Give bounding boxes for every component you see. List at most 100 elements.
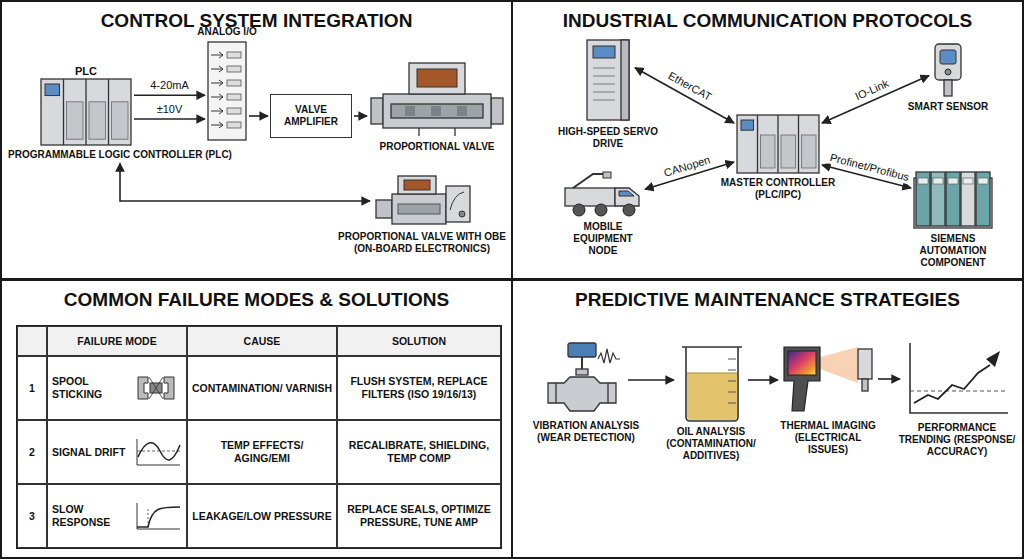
- section-panel: PREDICTIVE MAINTENANCE STRATEGIES VIBRATI…: [511, 279, 1024, 559]
- connector: [645, 162, 734, 189]
- servo-drive: HIGH-SPEED SERVO DRIVE: [553, 38, 663, 150]
- connector: [628, 379, 674, 381]
- node-label: HIGH-SPEED SERVO DRIVE: [553, 126, 663, 150]
- panel-heading: PREDICTIVE MAINTENANCE STRATEGIES: [513, 281, 1022, 312]
- table-text: RECALIBRATE, SHIELDING, TEMP COMP: [342, 439, 496, 464]
- oil-analysis: OIL ANALYSIS (CONTAMINATION/ ADDITIVES): [657, 343, 765, 462]
- table-header: CAUSE: [244, 335, 281, 348]
- table-cell: RECALIBRATE, SHIELDING, TEMP COMP: [337, 420, 501, 484]
- table-text: SPOOL STICKING: [52, 375, 128, 400]
- node-label: PERFORMANCE TRENDING (RESPONSE/ ACCURACY…: [897, 422, 1017, 458]
- table-cell: FLUSH SYSTEM, REPLACE FILTERS (ISO 19/16…: [337, 356, 501, 420]
- vibration-analysis: VIBRATION ANALYSIS (WEAR DETECTION): [521, 341, 651, 444]
- edge-label: ±10V: [155, 103, 185, 116]
- panel-heading: INDUSTRIAL COMMUNICATION PROTOCOLS: [513, 2, 1022, 33]
- connector: [635, 68, 734, 123]
- table-cell: REPLACE SEALS, OPTIMIZE PRESSURE, TUNE A…: [337, 484, 501, 548]
- node-label: PROPORTIONAL VALVE: [364, 141, 510, 153]
- connector: [748, 379, 778, 381]
- table-text: SLOW RESPONSE: [52, 503, 128, 528]
- node-label: THERMAL IMAGING (ELECTRICAL ISSUES): [775, 420, 881, 456]
- mobile-node: MOBILE EQUIPMENT NODE: [558, 170, 648, 257]
- table-cell: SLOW RESPONSE: [47, 484, 187, 548]
- panel-heading: COMMON FAILURE MODES & SOLUTIONS: [2, 281, 511, 312]
- table-cell: CONTAMINATION/ VARNISH: [187, 356, 337, 420]
- table-text: LEAKAGE/LOW PRESSURE: [192, 510, 331, 523]
- servo-drive-icon: [583, 38, 633, 123]
- connector: [134, 118, 205, 120]
- table-cell: 2: [17, 420, 47, 484]
- connector: [120, 163, 370, 201]
- performance-trending: PERFORMANCE TRENDING (RESPONSE/ ACCURACY…: [897, 341, 1017, 458]
- table-text: SIGNAL DRIFT: [52, 446, 128, 459]
- table-cell: CAUSE: [187, 326, 337, 356]
- connector: [878, 378, 900, 380]
- plc-unit-icon: [40, 78, 132, 146]
- row-number: 3: [29, 510, 35, 523]
- table-text: FLUSH SYSTEM, REPLACE FILTERS (ISO 19/16…: [342, 375, 496, 400]
- smart-sensor-icon: [931, 42, 965, 98]
- siemens-component: SIEMENS AUTOMATION COMPONENT: [905, 170, 1001, 269]
- amplifier-box: VALVE AMPLIFIER: [270, 94, 352, 138]
- performance-trending-icon: [902, 341, 1012, 419]
- failure-icon: [134, 373, 182, 403]
- section-panel: INDUSTRIAL COMMUNICATION PROTOCOLS HIGH-S…: [511, 0, 1024, 280]
- connector: [134, 94, 205, 96]
- table-cell: SPOOL STICKING: [47, 356, 187, 420]
- row-number: 1: [29, 382, 35, 395]
- edge-label: IO-Link: [851, 76, 892, 104]
- node-label: PROPORTIONAL VALVE WITH OBE (ON-BOARD EL…: [332, 231, 512, 255]
- section-panel: COMMON FAILURE MODES & SOLUTIONS FAILURE …: [0, 279, 513, 559]
- node-label: MOBILE EQUIPMENT NODE: [558, 221, 648, 257]
- node-label: OIL ANALYSIS (CONTAMINATION/ ADDITIVES): [657, 426, 765, 462]
- node-label: PLC: [40, 65, 132, 78]
- master-controller: MASTER CONTROLLER (PLC/IPC): [713, 114, 843, 201]
- table-text: CONTAMINATION/ VARNISH: [192, 382, 332, 395]
- proportional-valve: PROPORTIONAL VALVE: [364, 60, 510, 153]
- failure-icon: [134, 501, 182, 531]
- obe-valve-icon: [372, 174, 472, 228]
- mobile-node-icon: [563, 170, 643, 218]
- thermal-imaging: THERMAL IMAGING (ELECTRICAL ISSUES): [775, 337, 881, 456]
- node-label: SMART SENSOR: [893, 101, 1003, 113]
- edge-label: CANopen: [660, 152, 713, 179]
- table-cell: 3: [17, 484, 47, 548]
- master-controller-icon: [736, 114, 820, 174]
- thermal-imaging-icon: [780, 337, 876, 417]
- smart-sensor: SMART SENSOR: [893, 42, 1003, 113]
- connector: [822, 165, 911, 188]
- node-label: VALVE AMPLIFIER: [274, 104, 348, 128]
- connector: [354, 115, 367, 117]
- edge-label: Profinet/Profibus: [826, 150, 912, 184]
- table-cell: 1: [17, 356, 47, 420]
- node-label: SIEMENS AUTOMATION COMPONENT: [905, 233, 1001, 269]
- analog-io-module-icon: [207, 41, 247, 141]
- obe-valve: PROPORTIONAL VALVE WITH OBE (ON-BOARD EL…: [332, 174, 512, 255]
- row-number: 2: [29, 446, 35, 459]
- proportional-valve-icon: [369, 60, 505, 138]
- table-cell: LEAKAGE/LOW PRESSURE: [187, 484, 337, 548]
- table-cell: FAILURE MODE: [47, 326, 187, 356]
- table-cell: TEMP EFFECTS/ AGING/EMI: [187, 420, 337, 484]
- siemens-component-icon: [913, 170, 993, 230]
- connector: [822, 76, 929, 123]
- plc-unit: PLC PROGRAMMABLE LOGIC CONTROLLER (PLC): [4, 62, 236, 161]
- connector: [249, 115, 268, 117]
- table-header: FAILURE MODE: [77, 335, 156, 348]
- table-text: REPLACE SEALS, OPTIMIZE PRESSURE, TUNE A…: [342, 503, 496, 528]
- table-cell: SIGNAL DRIFT: [47, 420, 187, 484]
- edge-label: 4-20mA: [148, 79, 191, 92]
- vibration-analysis-icon: [546, 341, 626, 417]
- oil-analysis-icon: [676, 343, 746, 423]
- table-text: TEMP EFFECTS/ AGING/EMI: [192, 439, 332, 464]
- table-cell: [17, 326, 47, 356]
- table-cell: SOLUTION: [337, 326, 501, 356]
- node-label: VIBRATION ANALYSIS (WEAR DETECTION): [521, 420, 651, 444]
- analog-io-module: ANALOG I/O: [192, 26, 262, 141]
- node-label: MASTER CONTROLLER (PLC/IPC): [713, 177, 843, 201]
- failure-icon: [134, 437, 182, 467]
- section-panel: CONTROL SYSTEM INTEGRATIONPLCPROGRAMMABL…: [0, 0, 513, 280]
- node-label: PROGRAMMABLE LOGIC CONTROLLER (PLC): [4, 149, 236, 161]
- table-header: SOLUTION: [392, 335, 446, 348]
